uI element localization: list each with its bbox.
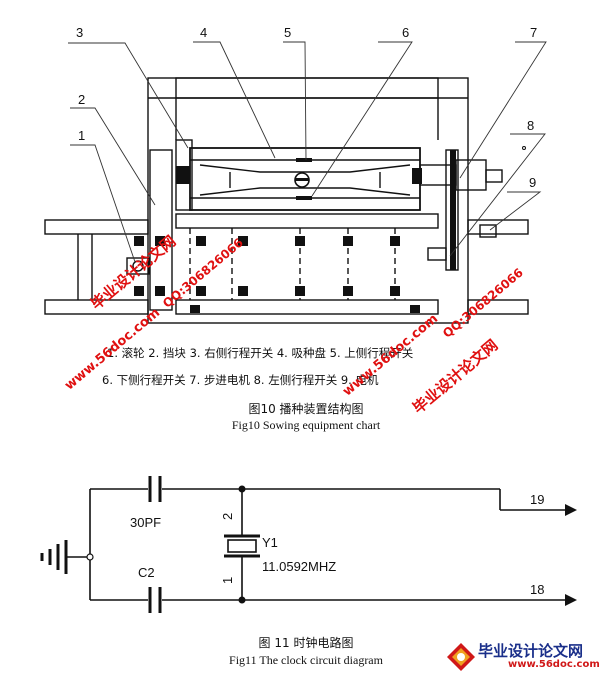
figure11-caption-en: Fig11 The clock circuit diagram [229, 653, 383, 667]
callout-2: 2 [78, 92, 85, 107]
capacitor-c2-label: C2 [138, 565, 155, 580]
logo-diamond-icon [447, 643, 475, 671]
callout-9: 9 [529, 175, 536, 190]
capacitor-30pf-label: 30PF [130, 515, 161, 530]
callout-3: 3 [76, 25, 83, 40]
logo-brand-text: 毕业设计论文网 [478, 642, 584, 660]
figure10-caption-en: Fig10 Sowing equipment chart [231, 418, 381, 432]
sowing-equipment-drawing: 1 2 3 4 5 6 7 8 9 [44, 25, 547, 324]
callout-8: 8 [527, 118, 534, 133]
callout-1: 1 [78, 128, 85, 143]
net-19-label: 19 [530, 492, 544, 507]
callout-7: 7 [530, 25, 537, 40]
crystal-pin-2: 2 [220, 513, 235, 520]
crystal-pin-1: 1 [220, 577, 235, 584]
figure10-caption-cn: 图10 播种装置结构图 [248, 402, 364, 416]
callout-6: 6 [402, 25, 409, 40]
callout-4: 4 [200, 25, 207, 40]
callout-5: 5 [284, 25, 291, 40]
figure10-legend-line1: 1. 滚轮 2. 挡块 3. 右侧行程开关 4. 吸种盘 5. 上侧行程开关 [107, 346, 414, 360]
net-18-label: 18 [530, 582, 544, 597]
clock-circuit-diagram: 30PF C2 Y1 11.0592MHZ 2 1 19 18 [40, 476, 577, 613]
figure10-legend-line2: 6. 下侧行程开关 7. 步进电机 8. 左侧行程开关 9. 电机 [102, 373, 379, 387]
crystal-ref-label: Y1 [262, 535, 278, 550]
site-logo: 毕业设计论文网 www.56doc.com [446, 640, 610, 672]
crystal-frequency-label: 11.0592MHZ [262, 559, 336, 574]
logo-url-text: www.56doc.com [508, 659, 600, 670]
figure11-caption-cn: 图 11 时钟电路图 [258, 636, 354, 650]
